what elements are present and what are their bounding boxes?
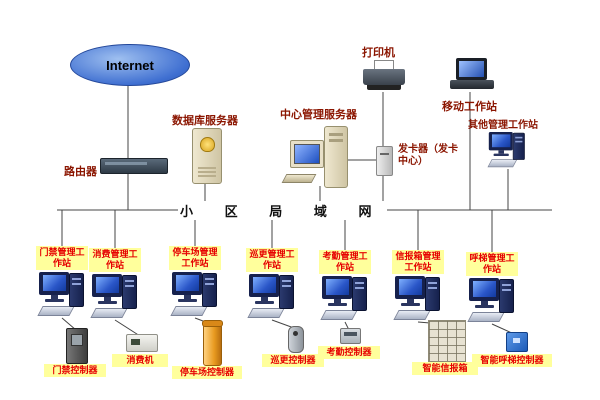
elevator-controller-icon xyxy=(506,332,528,352)
db-server-label: 数据库服务器 xyxy=(172,115,238,127)
device-label-elevator: 智能呼梯控制器 xyxy=(472,354,552,367)
center-server-keyboard-icon xyxy=(281,174,317,183)
other-workstation-icon xyxy=(487,132,526,169)
device-label-mailbox: 智能信报箱 xyxy=(412,362,478,375)
workstation-label-elevator: 呼梯管理工作站 xyxy=(466,252,518,276)
workstation-label-parking: 停车场管理工作站 xyxy=(169,246,221,270)
device-label-parking: 停车场控制器 xyxy=(172,366,242,379)
card-issuer-label: 发卡器（发卡中心） xyxy=(398,144,458,167)
workstation-icon-attendance xyxy=(320,276,369,322)
center-server-tower-icon xyxy=(324,126,348,188)
workstation-label-attendance: 考勤管理工作站 xyxy=(319,250,371,274)
pos-machine-icon xyxy=(126,334,158,352)
mobile-workstation-label: 移动工作站 xyxy=(442,101,497,113)
mailbox-cabinet-icon xyxy=(428,320,466,362)
database-server-icon xyxy=(192,128,222,184)
workstation-label-access: 门禁管理工作站 xyxy=(36,246,88,270)
laptop-icon xyxy=(450,58,494,92)
workstation-icon-mailbox xyxy=(393,276,442,322)
device-label-consume: 消费机 xyxy=(112,354,168,367)
workstation-icon-access xyxy=(37,272,86,318)
center-server-monitor-icon xyxy=(290,140,324,168)
lan-bus-label: 小 区 局 域 网 xyxy=(178,201,388,220)
other-workstation-label: 其他管理工作站 xyxy=(468,120,538,131)
router-label: 路由器 xyxy=(64,166,97,178)
patrol-controller-icon xyxy=(288,326,304,353)
internet-label: Internet xyxy=(106,57,154,73)
workstation-icon-patrol xyxy=(247,274,296,320)
center-server-label: 中心管理服务器 xyxy=(280,109,357,121)
card-issuer-icon xyxy=(376,146,393,176)
device-label-access: 门禁控制器 xyxy=(44,364,106,377)
workstation-label-patrol: 巡更管理工作站 xyxy=(246,248,298,272)
printer-label: 打印机 xyxy=(362,47,395,59)
attendance-controller-icon xyxy=(340,328,361,344)
workstation-icon-parking xyxy=(170,272,219,318)
internet-cloud: Internet xyxy=(70,44,190,86)
workstation-icon-consume xyxy=(90,274,139,320)
router-icon xyxy=(100,158,168,174)
workstation-icon-elevator xyxy=(467,278,516,324)
device-label-patrol: 巡更控制器 xyxy=(262,354,324,367)
device-label-attendance: 考勤控制器 xyxy=(318,346,380,359)
parking-controller-icon xyxy=(202,320,223,366)
access-controller-icon xyxy=(66,328,88,364)
workstation-label-mailbox: 信报箱管理工作站 xyxy=(392,250,444,274)
printer-icon xyxy=(363,60,405,92)
workstation-label-consume: 消费管理工作站 xyxy=(89,248,141,272)
